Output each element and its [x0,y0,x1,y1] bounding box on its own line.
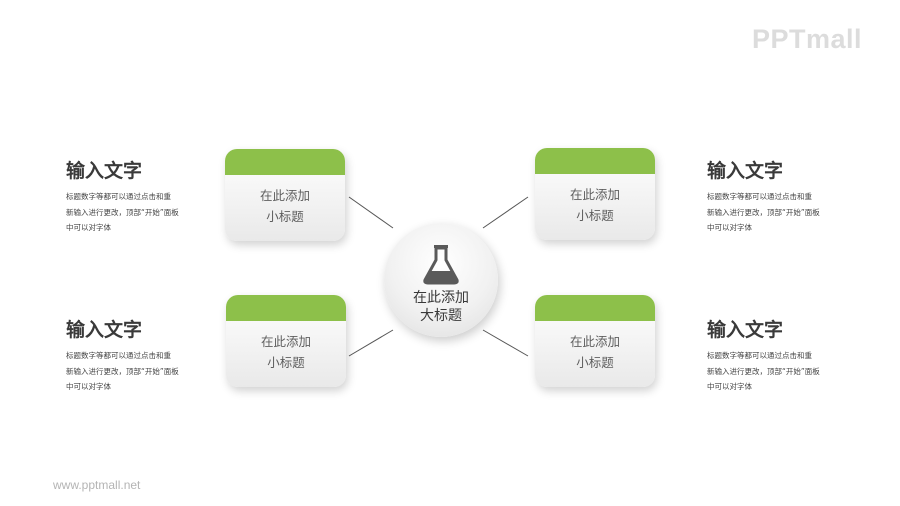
connector-line-bottom-left [348,329,394,357]
text-block-bottom-left: 输入文字 标题数字等都可以通过点击和重 新输入进行更改，顶部“开始”面板 中可以… [66,318,226,395]
footer-url: www.pptmall.net [53,478,141,492]
text-block-top-left: 输入文字 标题数字等都可以通过点击和重 新输入进行更改，顶部“开始”面板 中可以… [66,159,226,236]
connector-line-top-left [348,196,394,229]
subtitle-card-bottom-left: 在此添加 小标题 [226,295,346,387]
text-block-body: 标题数字等都可以通过点击和重 新输入进行更改，顶部“开始”面板 中可以对字体 [66,192,179,232]
text-block-top-right: 输入文字 标题数字等都可以通过点击和重 新输入进行更改，顶部“开始”面板 中可以… [707,159,867,236]
text-block-title: 输入文字 [707,319,784,341]
card-header-bar [535,295,655,321]
subtitle-card-top-right: 在此添加 小标题 [535,148,655,240]
text-block-title: 输入文字 [66,160,143,182]
card-label: 在此添加 小标题 [259,188,310,224]
text-block-bottom-right: 输入文字 标题数字等都可以通过点击和重 新输入进行更改，顶部“开始”面板 中可以… [707,318,867,395]
center-title-circle: 在此添加 大标题 [384,223,498,337]
card-label: 在此添加 小标题 [260,334,311,370]
flask-icon [423,245,459,285]
subtitle-card-top-left: 在此添加 小标题 [225,149,345,241]
card-label: 在此添加 小标题 [569,334,620,370]
text-block-body: 标题数字等都可以通过点击和重 新输入进行更改，顶部“开始”面板 中可以对字体 [66,351,179,391]
card-header-bar [225,149,345,175]
card-header-bar [226,295,346,321]
connector-line-top-right [482,196,529,229]
text-block-body: 标题数字等都可以通过点击和重 新输入进行更改，顶部“开始”面板 中可以对字体 [707,351,820,391]
text-block-title: 输入文字 [707,160,784,182]
connector-line-bottom-right [482,329,529,357]
card-label: 在此添加 小标题 [569,187,620,223]
center-title: 在此添加 大标题 [413,290,469,324]
subtitle-card-bottom-right: 在此添加 小标题 [535,295,655,387]
pptmall-logo: PPTmall [752,24,863,54]
card-header-bar [535,148,655,174]
text-block-body: 标题数字等都可以通过点击和重 新输入进行更改，顶部“开始”面板 中可以对字体 [707,192,820,232]
text-block-title: 输入文字 [66,319,143,341]
